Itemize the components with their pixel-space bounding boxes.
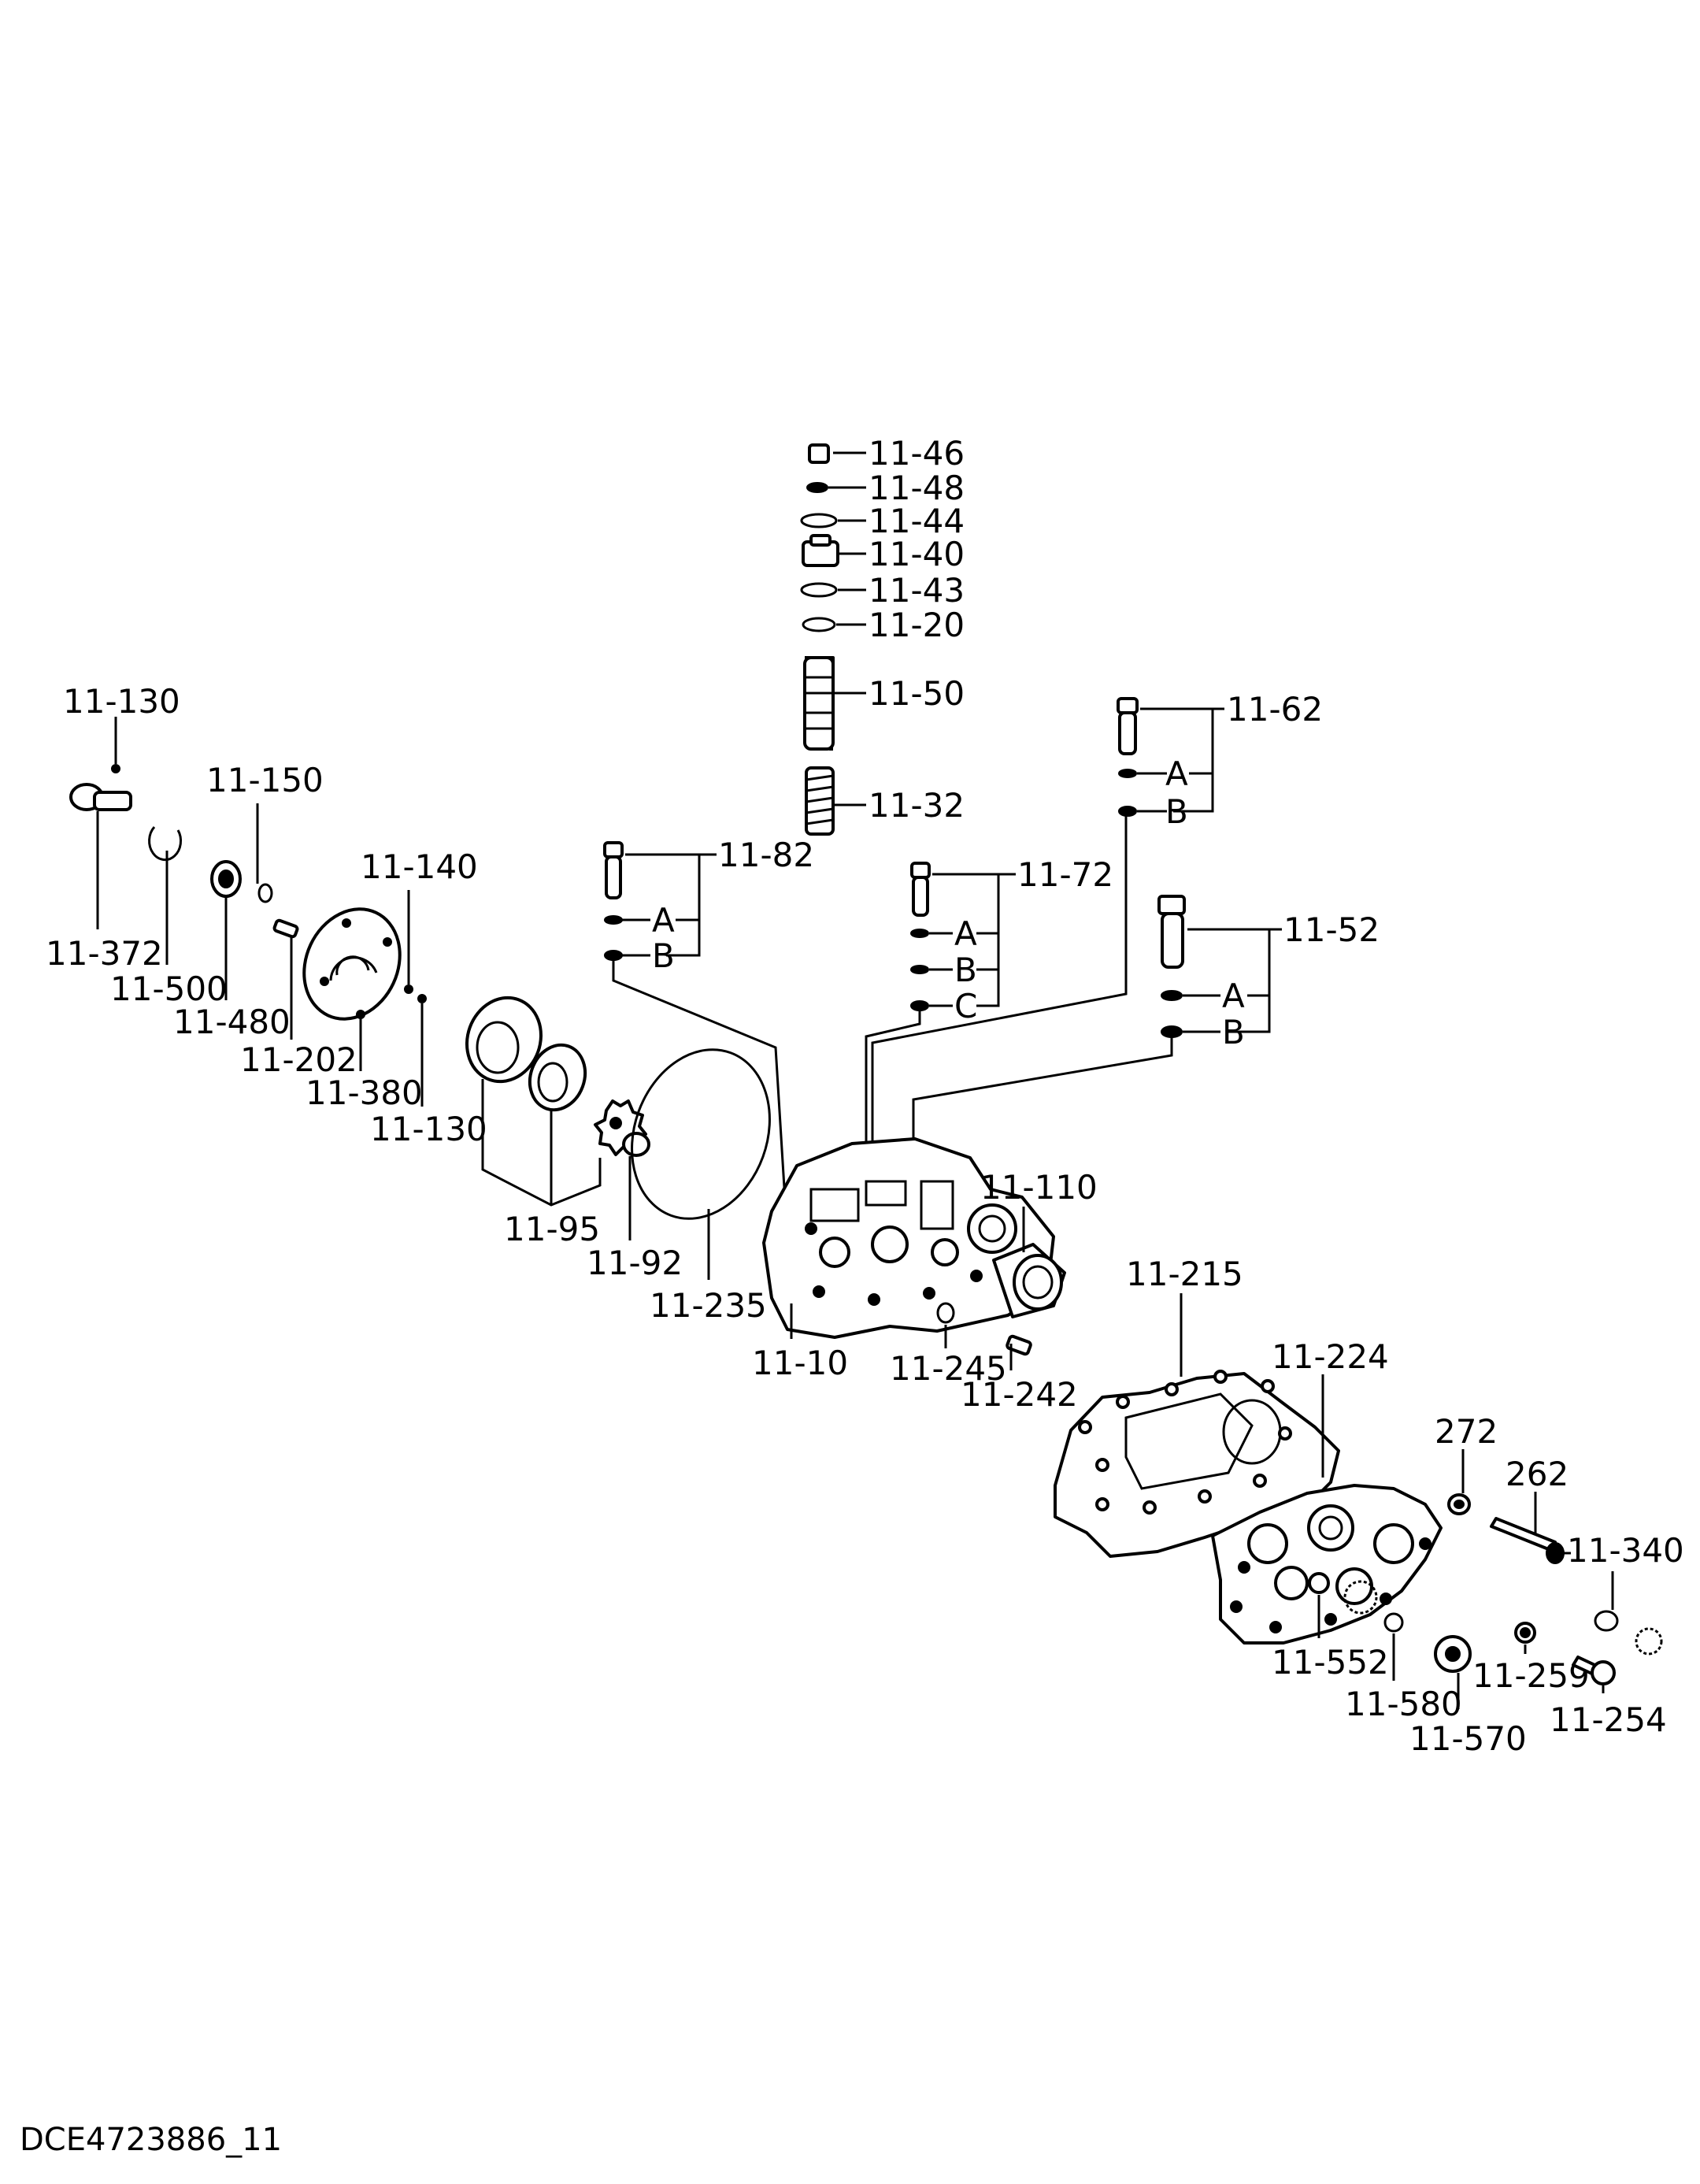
label-11-40: 11-40 — [869, 535, 965, 573]
label-11-72-c: C — [954, 987, 977, 1025]
label-11-62: 11-62 — [1227, 690, 1323, 729]
label-11-110: 11-110 — [980, 1168, 1098, 1207]
label-11-82-a: A — [652, 901, 675, 940]
valve-11-62: 11-62 A B — [871, 690, 1323, 1181]
part-11-570: 11-570 — [1409, 1635, 1527, 1758]
label-11-140: 11-140 — [361, 847, 478, 886]
housing-11-224: 11-224 — [1211, 1337, 1443, 1644]
label-11-50: 11-50 — [869, 674, 965, 713]
label-11-130-top: 11-130 — [63, 682, 180, 721]
label-11-92: 11-92 — [587, 1244, 683, 1282]
label-11-82: 11-82 — [718, 836, 814, 874]
label-11-62-b: B — [1165, 792, 1188, 831]
label-11-62-a: A — [1165, 755, 1188, 793]
main-housing-11-10: 11-10 — [752, 1137, 1055, 1382]
label-11-95: 11-95 — [504, 1210, 600, 1248]
label-11-580: 11-580 — [1345, 1685, 1462, 1723]
part-11-254: 11-254 — [1550, 1656, 1667, 1739]
part-262: 262 — [1490, 1455, 1569, 1564]
part-11-110: 11-110 — [980, 1168, 1098, 1318]
part-11-245: 11-245 — [890, 1302, 1007, 1388]
valve-11-72: 11-72 A B C — [865, 855, 1113, 1181]
label-11-259: 11-259 — [1472, 1656, 1590, 1695]
valve-11-82: 11-82 A B — [603, 836, 814, 1214]
label-11-46: 11-46 — [869, 434, 965, 473]
label-11-372: 11-372 — [46, 934, 163, 973]
label-11-44: 11-44 — [869, 502, 965, 540]
label-11-242: 11-242 — [961, 1375, 1078, 1414]
label-11-215: 11-215 — [1126, 1255, 1243, 1293]
label-11-380: 11-380 — [306, 1073, 423, 1112]
label-11-340: 11-340 — [1567, 1531, 1684, 1570]
part-11-242: 11-242 — [961, 1334, 1078, 1414]
label-11-82-b: B — [652, 936, 675, 975]
label-11-43: 11-43 — [869, 571, 965, 610]
label-11-48: 11-48 — [869, 469, 965, 507]
label-11-52-b: B — [1222, 1013, 1245, 1051]
label-11-10: 11-10 — [752, 1344, 848, 1382]
part-11-580: 11-580 — [1345, 1612, 1462, 1723]
label-11-224: 11-224 — [1272, 1337, 1389, 1376]
part-11-552: 11-552 — [1272, 1572, 1389, 1682]
label-11-552: 11-552 — [1272, 1643, 1389, 1682]
label-272: 272 — [1435, 1412, 1498, 1451]
valve-11-52: 11-52 A B — [912, 895, 1380, 1181]
label-11-150: 11-150 — [206, 761, 324, 799]
label-11-72-a: A — [954, 914, 977, 953]
label-11-500: 11-500 — [110, 970, 228, 1008]
part-272: 272 — [1435, 1412, 1498, 1515]
valve-stack: 11-46 11-48 11-44 11-40 11-43 11-20 11-5… — [800, 434, 965, 836]
label-11-235: 11-235 — [650, 1286, 767, 1325]
label-11-254: 11-254 — [1550, 1700, 1667, 1739]
label-11-245: 11-245 — [890, 1349, 1007, 1388]
label-11-20: 11-20 — [869, 606, 965, 644]
label-11-52: 11-52 — [1283, 910, 1380, 949]
pump-group: 11-130 11-372 11-500 11-480 11-150 11-20… — [46, 682, 771, 1325]
part-11-340: 11-340 — [1561, 1531, 1684, 1656]
label-11-130-bottom: 11-130 — [370, 1110, 487, 1148]
label-11-52-a: A — [1222, 977, 1245, 1015]
drawing-id: DCE4723886_11 — [20, 2122, 282, 2158]
label-11-72: 11-72 — [1017, 855, 1113, 894]
label-11-202: 11-202 — [240, 1040, 357, 1079]
label-262: 262 — [1506, 1455, 1569, 1493]
label-11-72-b: B — [954, 951, 977, 989]
part-11-259: 11-259 — [1472, 1622, 1590, 1695]
label-11-570: 11-570 — [1409, 1719, 1527, 1758]
label-11-480: 11-480 — [173, 1003, 291, 1041]
label-11-32: 11-32 — [869, 786, 965, 825]
